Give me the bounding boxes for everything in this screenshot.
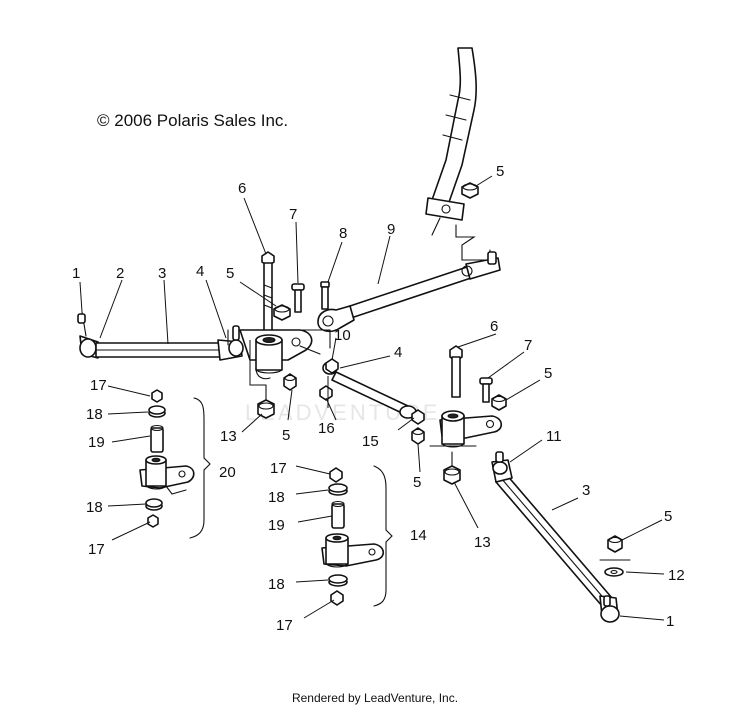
callout-5: 5 (282, 427, 290, 444)
callout-13: 13 (474, 534, 491, 551)
callout-19: 19 (88, 434, 105, 451)
bolt-7-right (479, 377, 493, 403)
nut-5-right-end (607, 535, 623, 553)
callout-6: 6 (490, 318, 498, 335)
callout-15: 15 (362, 433, 379, 450)
steering-column (425, 47, 477, 236)
bellcrank-right (429, 410, 503, 448)
footer-text: Rendered by LeadVenture, Inc. (292, 691, 458, 705)
leader-lines (79, 197, 665, 621)
tie-rod-left (77, 311, 244, 361)
nut-5-right-top (491, 394, 507, 411)
callout-18: 18 (86, 499, 103, 516)
bellcrank-left (239, 329, 321, 374)
callout-13: 13 (220, 428, 237, 445)
callout-10: 10 (334, 327, 351, 344)
callout-1: 1 (72, 265, 80, 282)
callout-3: 3 (158, 265, 166, 282)
nut-5-left-top (273, 304, 291, 321)
bellcrank-left-link-lines (227, 329, 331, 349)
nut-16 (319, 385, 333, 401)
callout-20: 20 (219, 464, 236, 481)
callout-labels: 1 2 3 4 5 6 7 8 9 5 10 4 6 7 5 17 18 19 … (72, 163, 685, 634)
copyright-text: © 2006 Polaris Sales Inc. (97, 111, 288, 130)
callout-18: 18 (268, 576, 285, 593)
nut-5-column (461, 182, 479, 199)
callout-9: 9 (387, 221, 395, 238)
callout-3: 3 (582, 482, 590, 499)
callout-17: 17 (270, 460, 287, 477)
callout-18: 18 (86, 406, 103, 423)
washer-12 (604, 567, 624, 577)
column-link-line (455, 224, 491, 261)
callout-17: 17 (90, 377, 107, 394)
bolt-6-right (449, 345, 463, 398)
bellcrank-left-skirt (255, 367, 271, 380)
bolt-7-left (291, 283, 305, 313)
callout-5: 5 (413, 474, 421, 491)
callout-4: 4 (394, 344, 402, 361)
callout-1: 1 (666, 613, 674, 630)
nut-15 (411, 409, 425, 425)
callout-5: 5 (496, 163, 504, 180)
bolt-6-left (261, 251, 275, 342)
callout-6: 6 (238, 180, 246, 197)
tie-rod-right (491, 451, 620, 623)
bolt-8 (320, 281, 330, 310)
callout-5: 5 (544, 365, 552, 382)
callout-17: 17 (276, 617, 293, 634)
callout-2: 2 (116, 265, 124, 282)
callout-5: 5 (664, 508, 672, 525)
callout-11: 11 (546, 428, 562, 445)
kit-14-parts (321, 465, 393, 607)
nut-10 (325, 358, 339, 374)
callout-16: 16 (318, 420, 335, 437)
callout-4: 4 (196, 263, 204, 280)
callout-8: 8 (339, 225, 347, 242)
callout-18: 18 (268, 489, 285, 506)
leader-5b (475, 175, 493, 187)
callout-19: 19 (268, 517, 285, 534)
nut-5-left-bottom (283, 373, 297, 391)
callout-17: 17 (88, 541, 105, 558)
callout-7: 7 (289, 206, 297, 223)
drag-link-9 (317, 251, 501, 333)
callout-14: 14 (410, 527, 427, 544)
nut-13-left (257, 384, 275, 419)
nut-13-right (443, 451, 461, 485)
nut-5-right-bottom (411, 427, 425, 445)
callout-5: 5 (226, 265, 234, 282)
callout-12: 12 (668, 567, 685, 584)
callout-7: 7 (524, 337, 532, 354)
kit-20-parts (139, 389, 211, 539)
